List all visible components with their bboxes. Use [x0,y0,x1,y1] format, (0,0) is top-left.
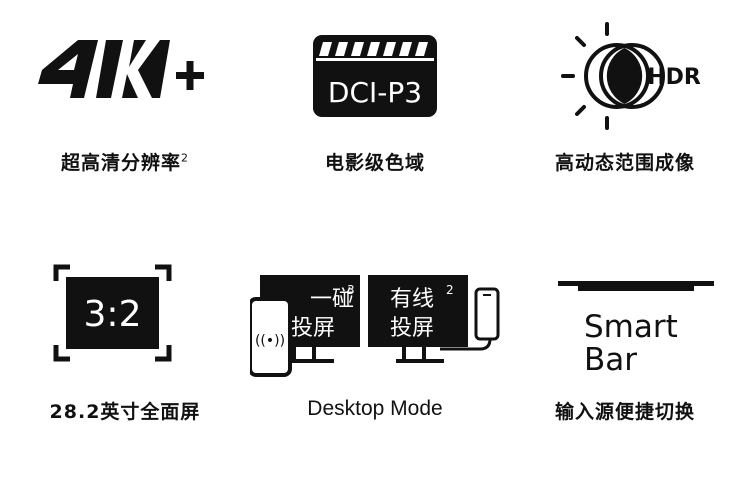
feature-caption: Desktop Mode [307,397,443,420]
feature-caption: 28.2英寸全面屏 [49,401,201,423]
4k-plus-icon [0,10,250,130]
dci-p3-label: DCI-P3 [328,76,422,109]
left-monitor-line2: 投屏 [291,316,335,341]
feature-screen-size: 3:2 28.2英寸全面屏 [0,249,250,498]
feature-caption: 超高清分辨率2 [60,151,189,174]
feature-hdr: HDR 高动态范围成像 [500,0,750,249]
feature-smart-bar: Smart Bar 输入源便捷切换 [500,249,750,498]
hdr-label: HDR [647,65,701,90]
smart-bar-icon: Smart Bar [500,259,750,379]
smart-label-line1: Smart [584,309,678,345]
right-monitor-line1: 有线 [390,287,434,312]
ratio-label: 3:2 [84,294,142,335]
right-monitor-sup: 2 [446,283,454,297]
smart-label-line2: Bar [584,342,637,378]
dual-monitor-projection-icon: ((•)) 一碰 3 投屏 有线 2 投屏 [248,259,500,379]
feature-caption: 电影级色域 [324,152,425,174]
feature-desktop-mode: ((•)) 一碰 3 投屏 有线 2 投屏 Desktop Mode [248,249,500,498]
right-monitor-line2: 投屏 [390,316,434,341]
left-monitor-line1: 一碰 [310,287,354,312]
feature-caption: 高动态范围成像 [554,152,695,174]
ratio-frame-icon: 3:2 [0,259,250,379]
feature-4k: 超高清分辨率2 [0,0,250,249]
nfc-icon: ((•)) [255,333,285,349]
hdr-sun-icon: HDR [500,10,750,130]
feature-caption: 输入源便捷切换 [554,401,695,423]
feature-dci-p3: DCI-P3 电影级色域 [250,0,500,249]
left-monitor-sup: 3 [347,283,355,297]
dci-p3-clapperboard-icon: DCI-P3 [250,10,500,130]
